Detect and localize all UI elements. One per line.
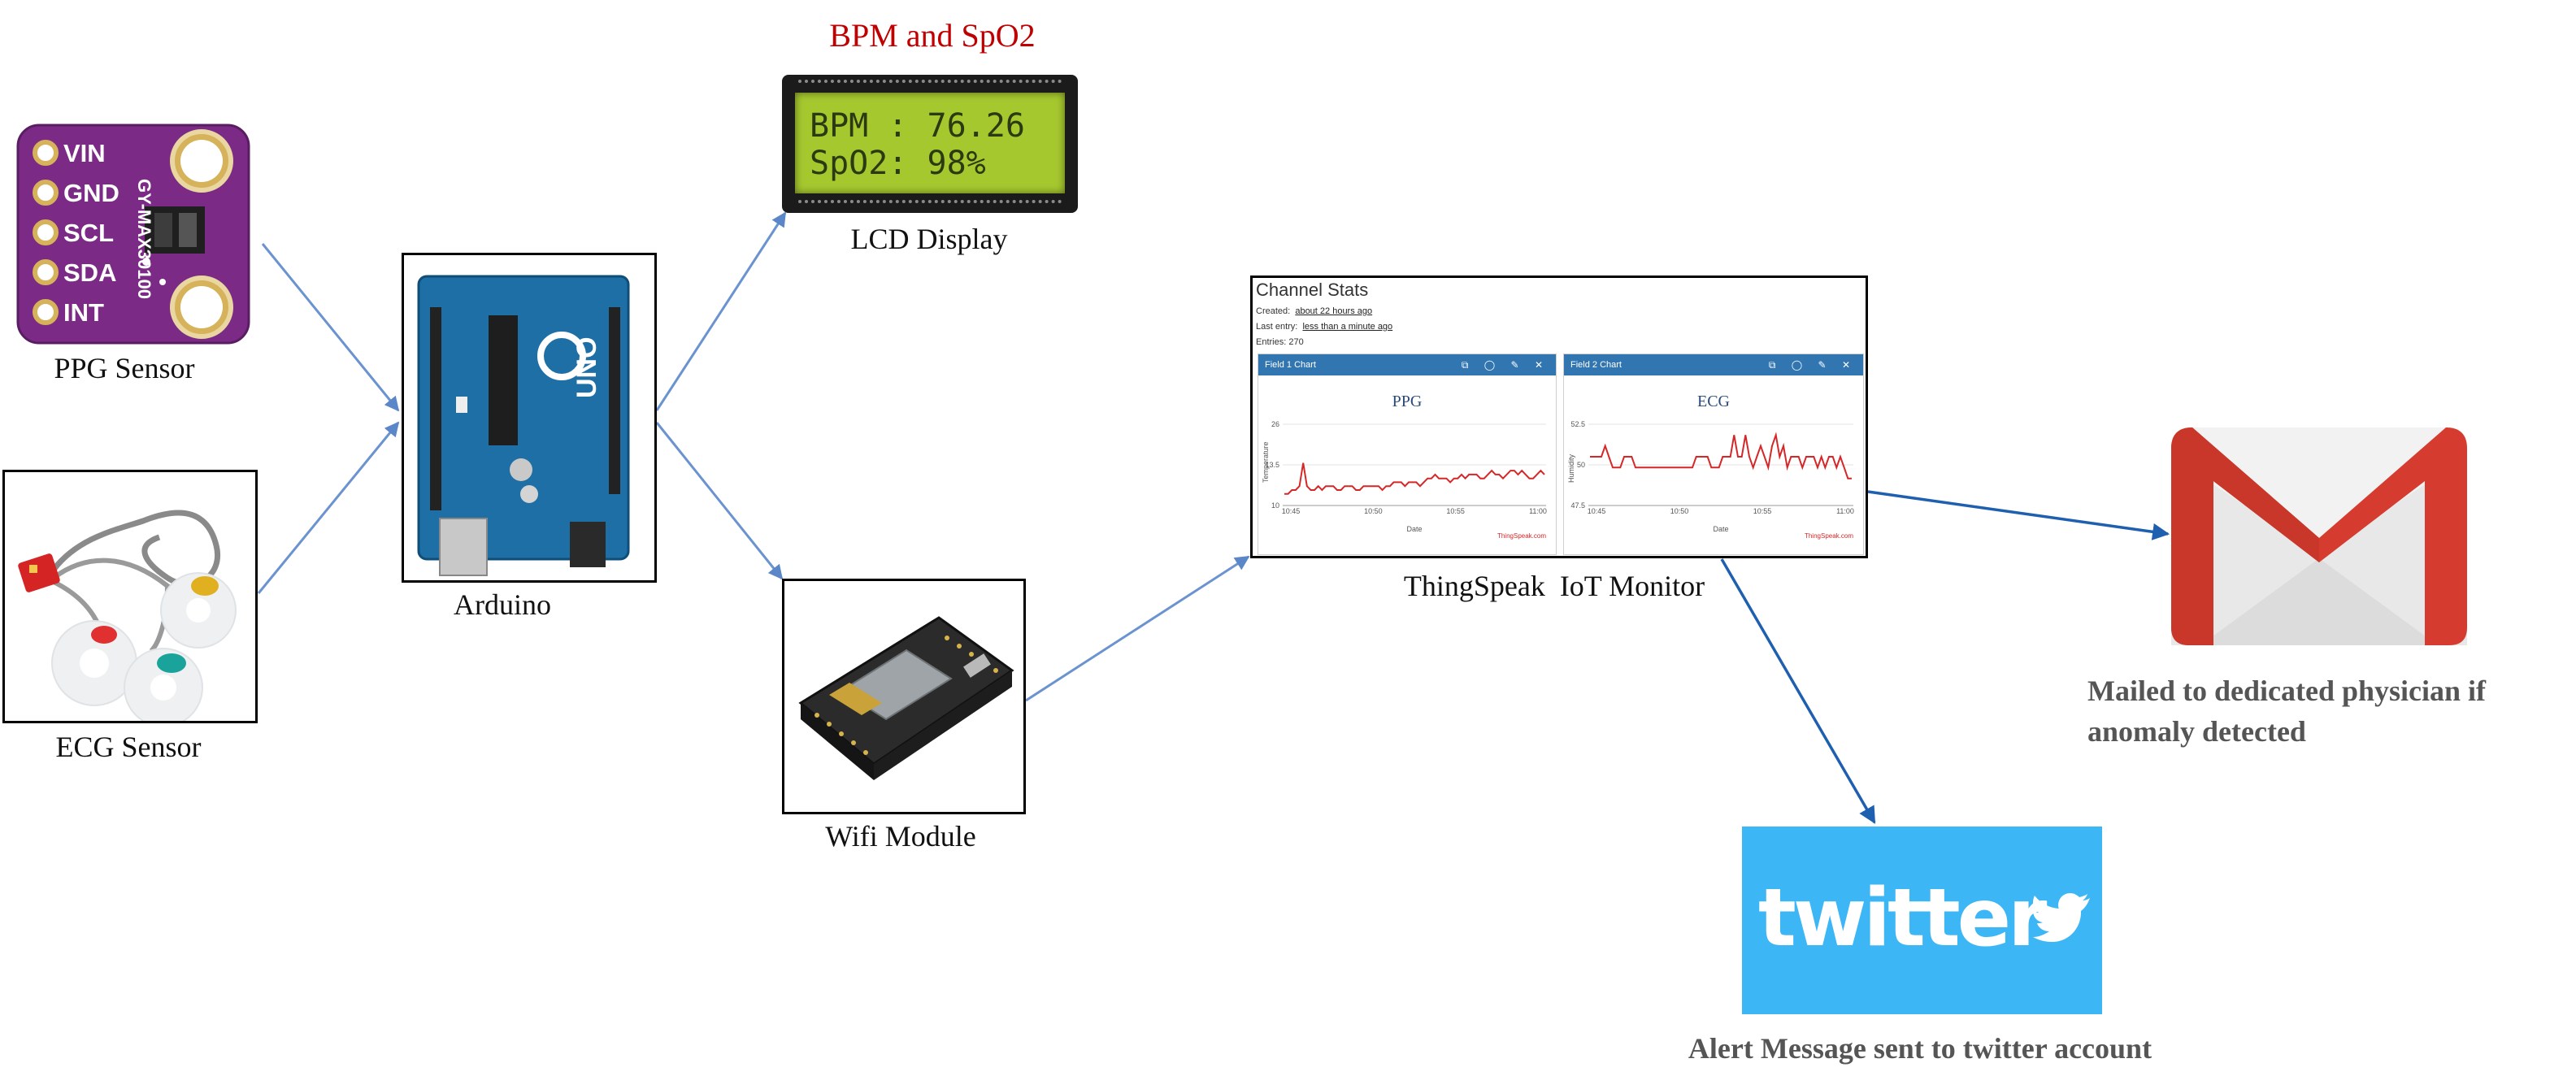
field-2-chart-title: Field 2 Chart [1570,360,1622,370]
arrow-thingspeak-to-twitter [1720,558,1876,824]
created-label: Created: [1256,306,1291,316]
field-1-chart-title: Field 1 Chart [1265,360,1316,370]
gmail-caption-line-1: Mailed to dedicated physician if [2087,675,2487,707]
x-tick-label: 10:50 [1670,507,1689,515]
arrow-ecg-to-arduino [257,421,400,594]
lcd-line-1: BPM : 76.26 [810,107,1025,145]
ppg-pin-holes [33,140,59,325]
ppg-pin-label: SDA [63,258,116,287]
arduino-board: UNO [402,253,657,583]
y-axis-label: Temperature [1262,441,1270,483]
ppg-sensor-label: PPG Sensor [54,352,195,384]
ppg-pin-label: GND [63,179,119,207]
ppg-board-text: GY-MAX30100 [134,179,154,299]
panel-action-icons[interactable]: ⧉ ◯ ✎ ✕ [1768,359,1857,371]
y-tick-label: 47.5 [1570,501,1585,510]
channel-stats-title: Channel Stats [1256,280,1369,300]
arrow-arduino-to-lcd [655,211,787,411]
lcd-line-2: SpO2: 98% [810,145,986,182]
y-tick-label: 52.5 [1570,420,1585,428]
ecg-chart: ECG Humidity 52.5 50 47.510:45 10:50 10:55 11:0… [1567,393,1854,540]
wifi-module [782,579,1026,814]
y-axis-label: Humidity [1567,453,1575,483]
ecg-sensor-image [18,510,237,727]
last-entry-value: less than a minute ago [1302,322,1393,332]
created-value: about 22 hours ago [1295,306,1373,316]
last-entry-label: Last entry: [1256,322,1298,332]
ppg-sensor-board: VIN GND SCL SDA INT GY-MAX30100 [16,124,250,345]
thingspeak-label: ThingSpeak IoT Monitor [1403,570,1705,602]
series-line [1590,432,1852,479]
field-2-chart-panel: Field 2 Chart ⧉ ◯ ✎ ✕ ECG Humidity 52.5 50 4… [1563,354,1864,555]
x-axis-label: Date [1406,525,1422,533]
svg-text:UNO: UNO [571,336,602,398]
ecg-sensor [2,470,258,727]
field-1-chart-panel: Field 1 Chart ⧉ ◯ ✎ ✕ PPG Temperature 26 13… [1258,354,1557,555]
x-tick-label: 10:50 [1364,507,1383,515]
ppg-pin-label: INT [63,298,104,327]
lcd-screen: BPM : 76.26 SpO2: 98% [795,93,1065,193]
y-tick-label: 10 [1271,501,1279,510]
twitter-logo: twitter [1742,827,2102,1014]
field-1-chart-header: Field 1 Chart ⧉ ◯ ✎ ✕ [1258,354,1556,375]
chart-title: ECG [1697,393,1730,410]
x-tick-label: 10:45 [1588,507,1606,515]
arrow-wifi-to-thingspeak [1025,555,1250,702]
gmail-icon [2168,424,2470,649]
arrow-ppg-to-arduino [261,243,400,412]
ppg-pin-labels: VIN GND SCL SDA INT [63,139,119,327]
x-tick-label: 10:45 [1282,507,1301,515]
lcd-header-title: BPM and SpO2 [829,17,1036,54]
wifi-module-image [798,616,1014,780]
ppg-sensor: VIN GND SCL SDA INT GY-MAX30100 [16,124,250,345]
arrow-thingspeak-to-gmail [1867,490,2170,540]
ppg-pin-label: SCL [63,219,114,247]
watermark: ThingSpeak.com [1497,532,1546,540]
x-axis-label: Date [1713,525,1728,533]
y-tick-label: 13.5 [1265,461,1279,469]
arrow-arduino-to-wifi [655,422,784,580]
gmail-caption: Mailed to dedicated physician if anomaly… [2087,670,2486,752]
ecg-sensor-label: ECG Sensor [55,731,202,763]
panel-action-icons[interactable]: ⧉ ◯ ✎ ✕ [1461,359,1549,371]
chart-title: PPG [1392,393,1423,410]
lcd-display: BPM : 76.26 SpO2: 98% [782,75,1078,213]
arduino-image: UNO [417,275,630,576]
x-tick-label: 10:55 [1446,507,1465,515]
field-2-chart-header: Field 2 Chart ⧉ ◯ ✎ ✕ [1564,354,1863,375]
gmail-caption-line-2: anomaly detected [2087,715,2306,748]
ppg-pin-label: VIN [63,139,106,167]
x-tick-label: 11:00 [1836,507,1854,515]
lcd-display-label: LCD Display [850,223,1008,255]
lcd-pcb-pins-bottom [798,200,1062,208]
series-line [1284,462,1545,495]
twitter-bird-icon [2033,893,2090,942]
watermark: ThingSpeak.com [1805,532,1853,540]
wifi-module-label: Wifi Module [825,820,976,853]
entries-count: Entries: 270 [1256,337,1304,347]
channel-stats-meta: Created: about 22 hours ago Last entry: … [1256,304,1392,350]
thingspeak-monitor: Channel Stats Created: about 22 hours ag… [1250,276,1868,558]
twitter-caption: Alert Message sent to twitter account [1688,1032,2152,1065]
lcd-pcb-pins [798,80,1062,88]
x-tick-label: 10:55 [1753,507,1772,515]
y-tick-label: 26 [1271,420,1279,428]
twitter-wordmark: twitter [1758,872,2047,965]
arduino-label: Arduino [454,588,551,621]
y-tick-label: 50 [1577,461,1585,469]
x-tick-label: 11:00 [1529,507,1547,515]
